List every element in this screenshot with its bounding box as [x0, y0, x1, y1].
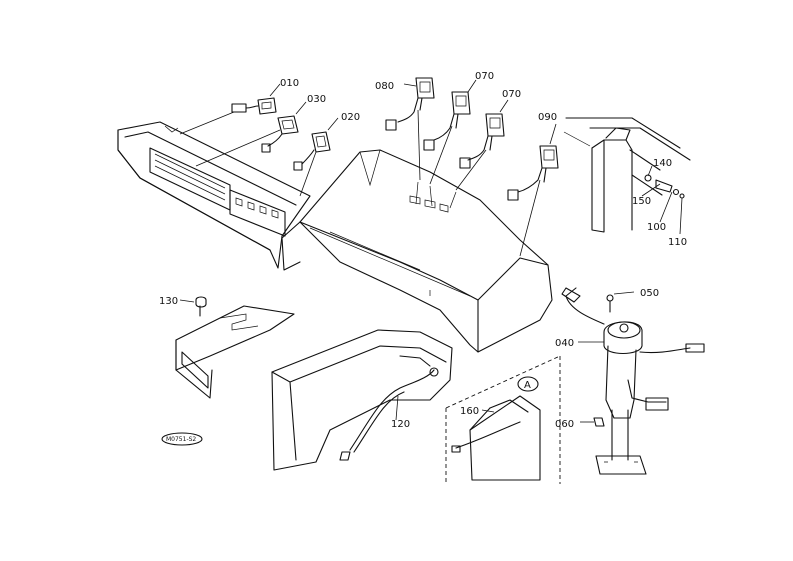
switch-010 [179, 83, 281, 135]
label-140: 140 [653, 158, 672, 169]
switch-030 [195, 101, 307, 167]
drawing-number: M0751-S2 [166, 436, 196, 443]
label-160: 160 [460, 406, 479, 417]
connection-lines [415, 181, 457, 209]
detail-marker-a: A [524, 380, 531, 391]
label-050: 050 [640, 288, 659, 299]
label-120: 120 [391, 419, 410, 430]
label-110: 110 [668, 237, 687, 248]
label-100: 100 [647, 222, 666, 233]
switch-070-right [455, 99, 509, 191]
switch-020 [293, 117, 339, 197]
cabin-frame [563, 117, 691, 235]
label-150: 150 [632, 196, 651, 207]
label-080: 080 [375, 81, 394, 92]
label-020: 020 [341, 112, 360, 123]
switch-070-left [423, 79, 477, 185]
label-040: 040 [555, 338, 574, 349]
callouts: 010 030 020 080 070 070 090 140 150 100 … [159, 71, 687, 430]
label-010: 010 [280, 78, 299, 89]
label-030: 030 [307, 94, 326, 105]
label-070-left: 070 [475, 71, 494, 82]
steering-column-040 [561, 287, 705, 475]
drawing-number-tag: M0751-S2 [161, 432, 203, 446]
switch-090 [507, 123, 559, 257]
switch-080 [385, 77, 435, 181]
nut-060 [580, 417, 605, 427]
label-130: 130 [159, 296, 178, 307]
floor-panel [271, 329, 453, 471]
detail-a-view [445, 355, 561, 484]
bracket-130 [175, 296, 295, 399]
label-070-right: 070 [502, 89, 521, 100]
dashboard-panel [117, 121, 311, 269]
label-060: 060 [555, 419, 574, 430]
hood-cowl [281, 149, 553, 353]
label-090: 090 [538, 112, 557, 123]
